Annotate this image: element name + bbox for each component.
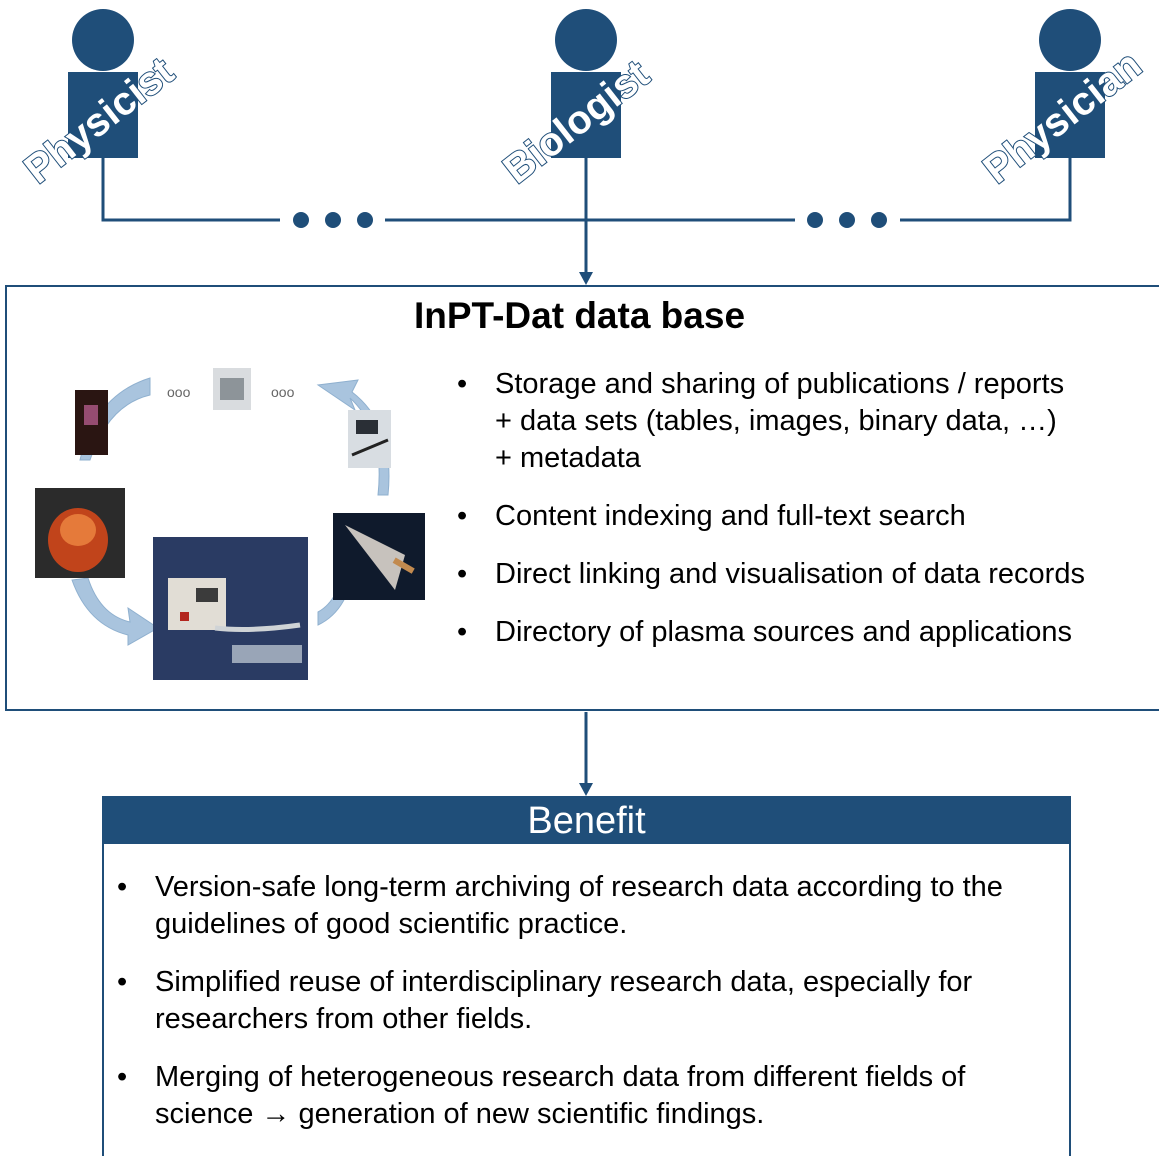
feature-item: Direct linking and visualisation of data…: [457, 556, 1157, 593]
feature-subitem: + metadata: [495, 442, 641, 474]
benefit-item: Version-safe long-term archiving of rese…: [117, 869, 1062, 943]
person-icon-biologist: [551, 9, 621, 158]
arrow-down-icon: [579, 272, 593, 285]
feature-item: Directory of plasma sources and applicat…: [457, 614, 1157, 651]
feature-item: Content indexing and full-text search: [457, 498, 1157, 535]
feature-text: Direct linking and visualisation of data…: [495, 558, 1085, 590]
feature-text: Storage and sharing of publications / re…: [495, 368, 1065, 400]
feature-text: Directory of plasma sources and applicat…: [495, 616, 1073, 648]
connector-lines: [101, 158, 1072, 788]
person-icon-physicist: [68, 9, 138, 158]
arrow-down-icon: [579, 783, 593, 796]
database-title: InPT-Dat data base: [413, 295, 746, 336]
connector-ellipsis-left: [293, 212, 373, 228]
database-feature-list: Storage and sharing of publications / re…: [457, 366, 1157, 651]
feature-subitem: + data sets (tables, images, binary data…: [495, 405, 1057, 437]
benefit-item: Simplified reuse of interdisciplinary re…: [117, 964, 1062, 1038]
feature-text: Content indexing and full-text search: [495, 500, 966, 532]
connector-ellipsis-right: [807, 212, 887, 228]
benefit-list: Version-safe long-term archiving of rese…: [117, 869, 1062, 1133]
person-icon-physician: [1035, 9, 1105, 158]
benefit-panel: [102, 796, 1071, 1156]
database-panel: [5, 285, 1159, 711]
benefit-title: Benefit: [102, 796, 1071, 844]
feature-item: Storage and sharing of publications / re…: [457, 366, 1157, 477]
benefit-item: Merging of heterogeneous research data f…: [117, 1059, 1062, 1133]
